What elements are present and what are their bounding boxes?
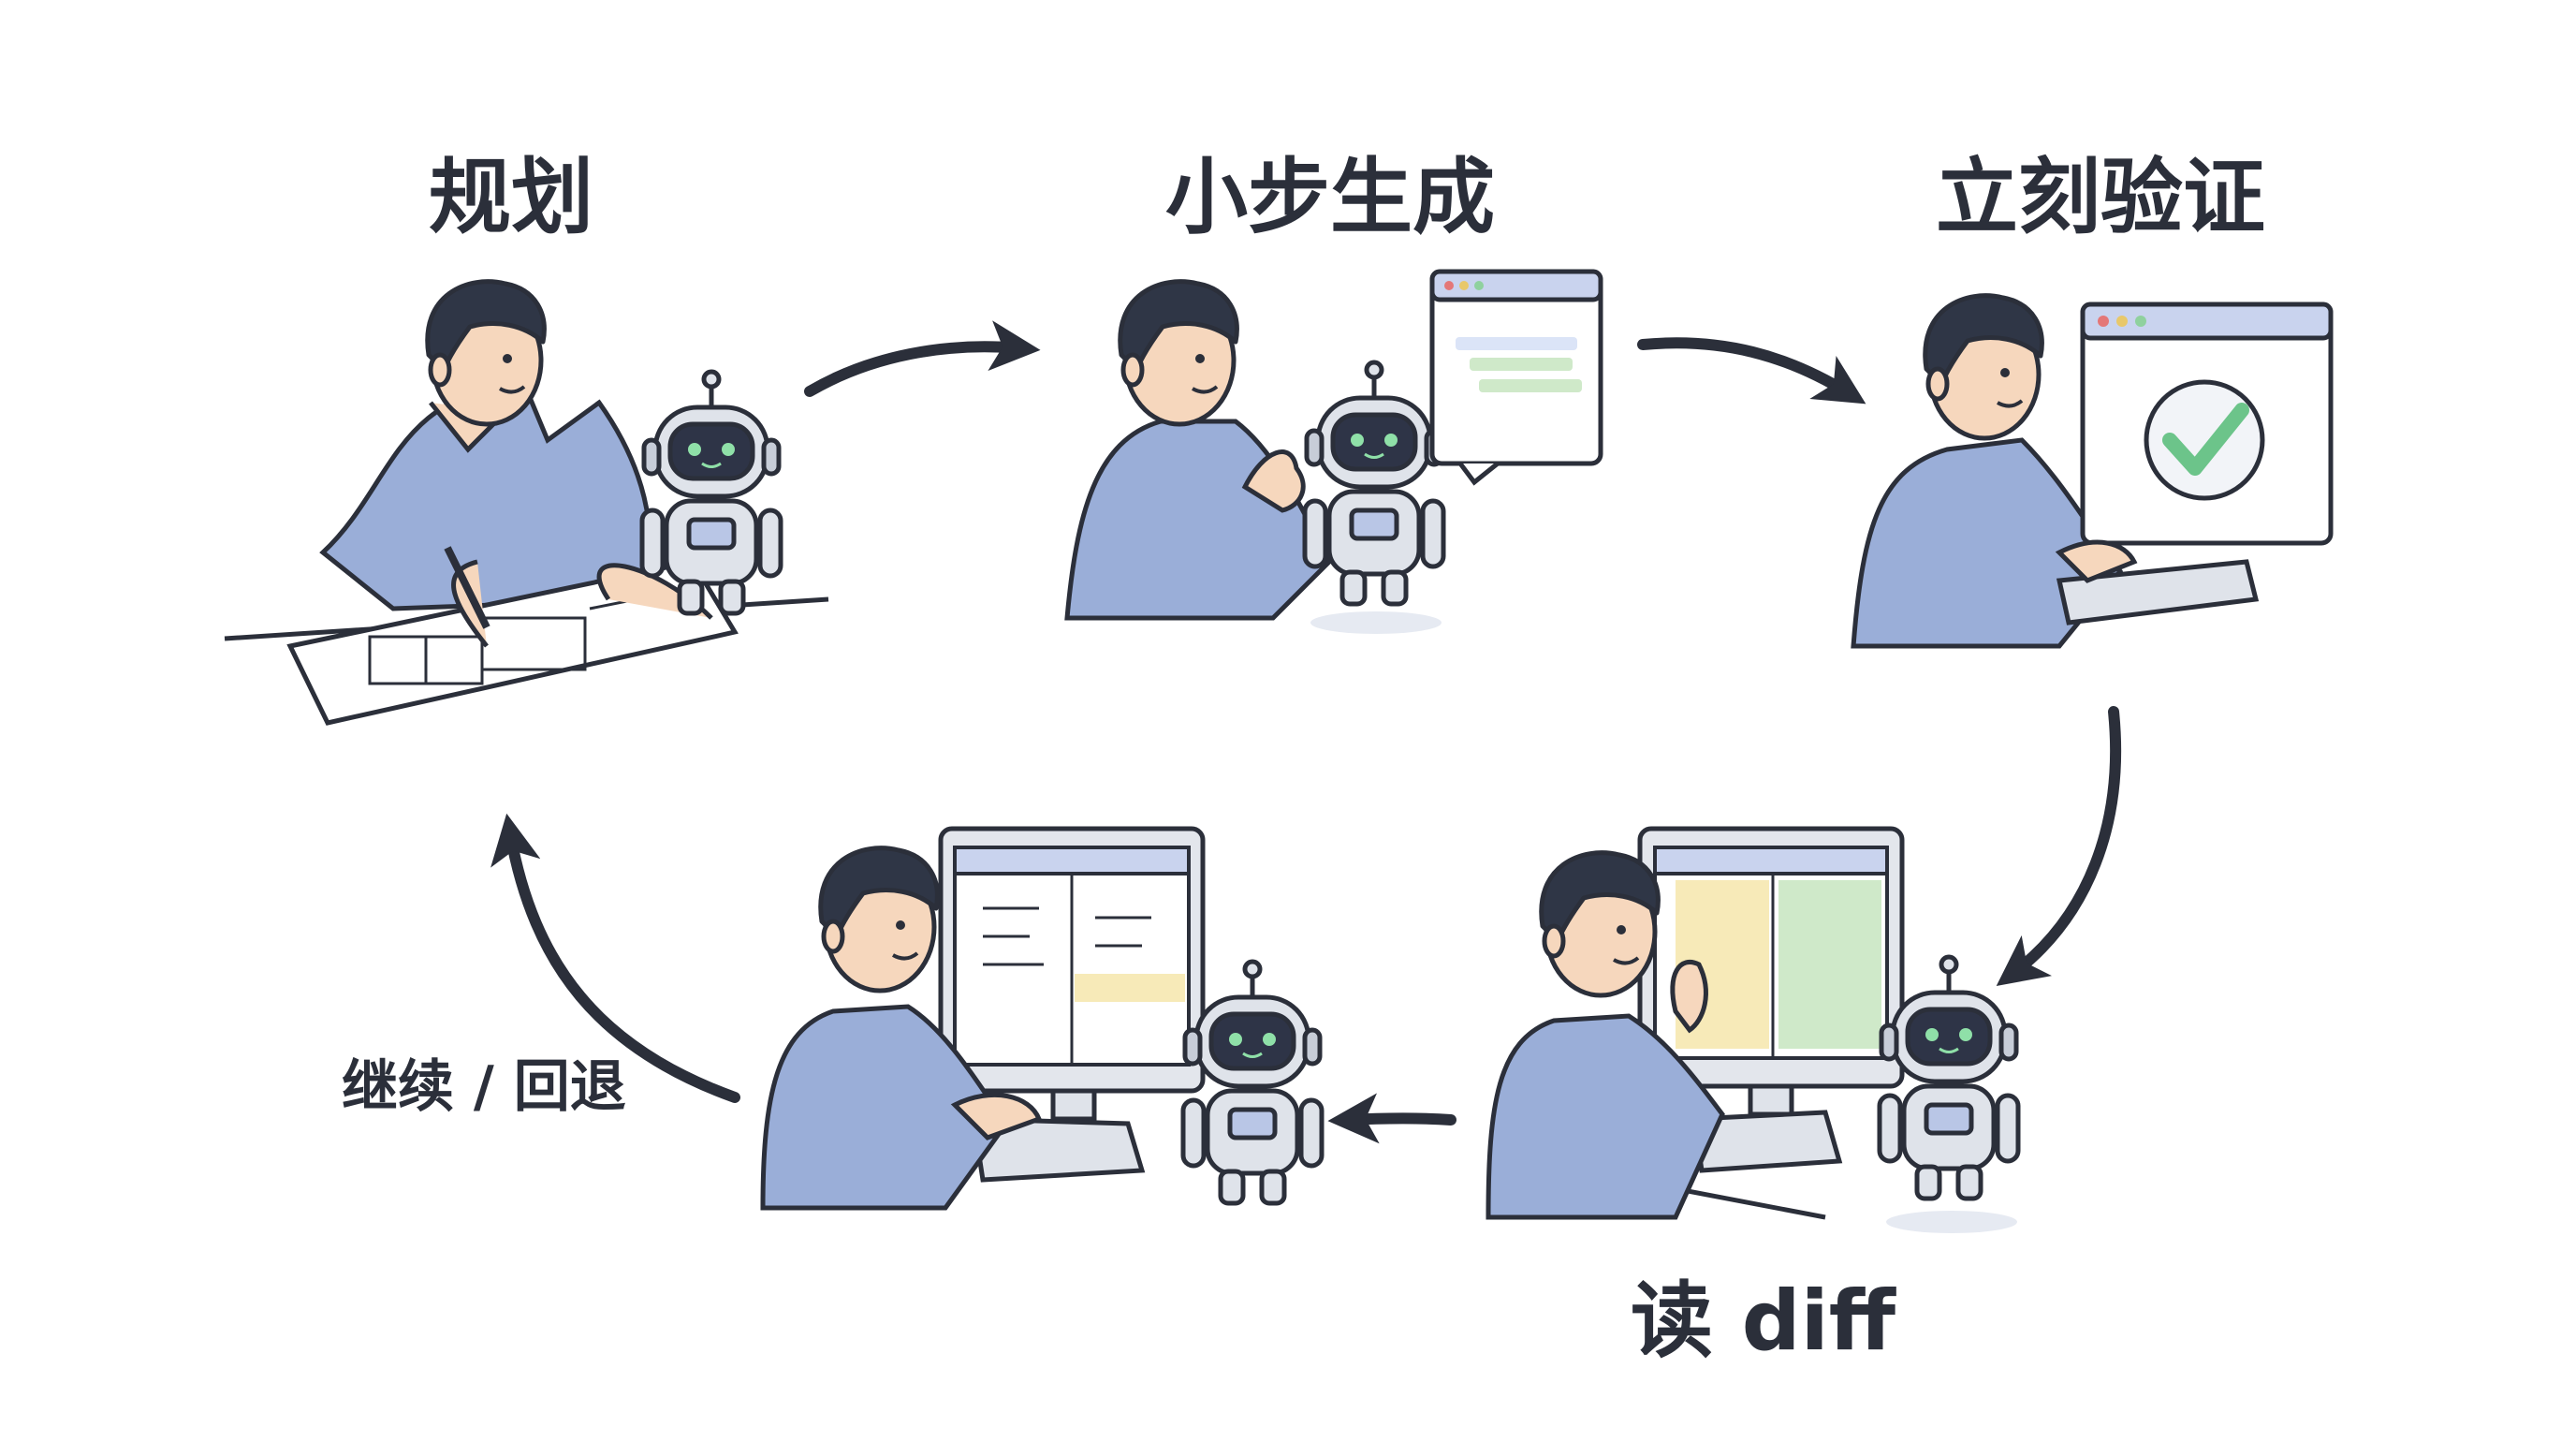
stage-verify <box>1851 296 2334 649</box>
arrow-diff-to-continue <box>1327 1093 1456 1144</box>
arrow-plan-to-generate <box>804 320 1041 397</box>
label-continue-revert: 继续 / 回退 <box>342 1054 626 1120</box>
stage-plan <box>224 282 829 726</box>
arrow-generate-to-verify <box>1637 337 1866 405</box>
cycle-arrows <box>490 320 2122 1144</box>
arrow-continue-to-plan <box>490 813 740 1103</box>
stage-continue-revert <box>760 826 1322 1211</box>
label-generate: 小步生成 <box>1165 149 1496 245</box>
stage-read-diff <box>1486 826 2018 1233</box>
label-read-diff: 读 diff <box>1631 1273 1896 1369</box>
label-plan: 规划 <box>429 149 594 245</box>
arrow-verify-to-diff <box>1996 706 2122 986</box>
label-verify: 立刻验证 <box>1936 149 2266 245</box>
stage-generate <box>1064 269 1603 634</box>
